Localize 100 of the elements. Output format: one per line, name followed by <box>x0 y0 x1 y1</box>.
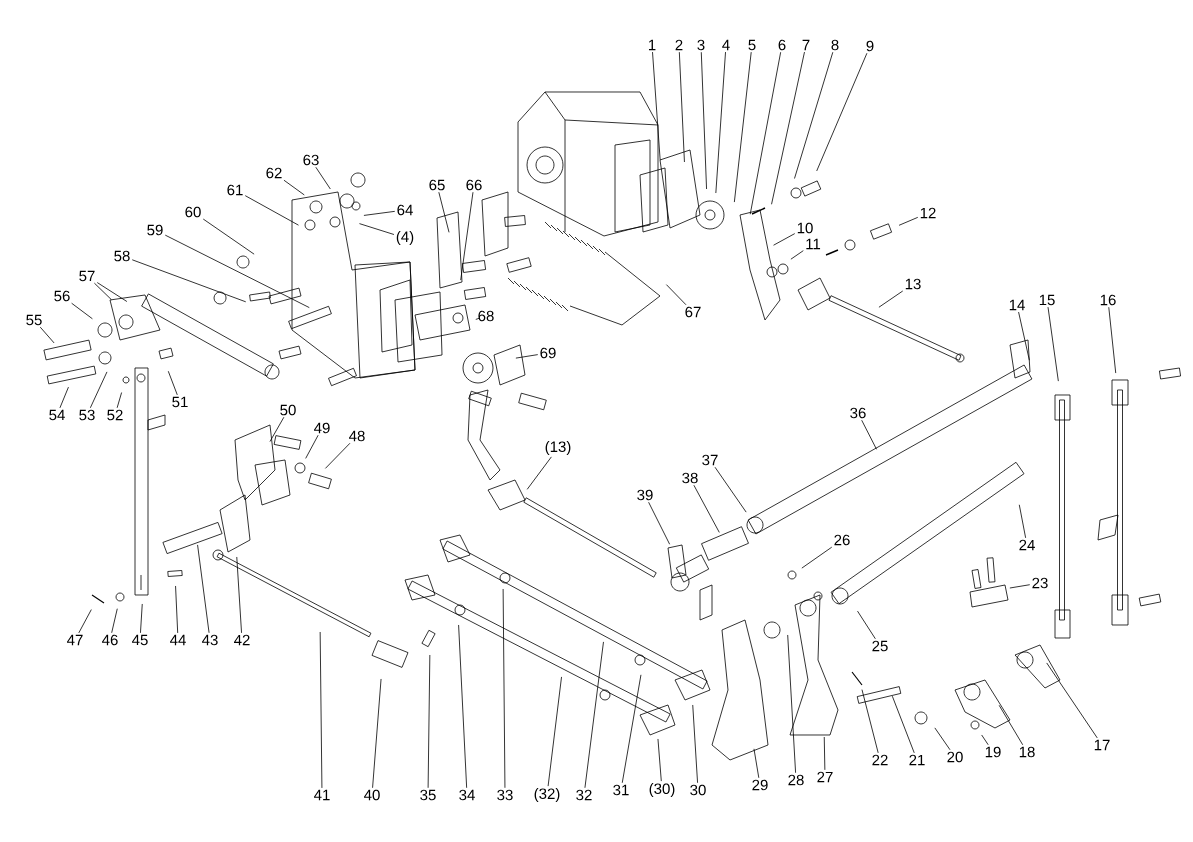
leader-line <box>693 484 720 533</box>
callout-number: 25 <box>872 640 888 652</box>
callout-number: 38 <box>682 472 698 484</box>
leader-line <box>801 546 833 569</box>
leader-line <box>460 191 474 281</box>
leader-line <box>714 466 747 513</box>
leader-line <box>315 166 331 190</box>
callout-number: 23 <box>1032 577 1048 589</box>
leader-line <box>283 179 305 196</box>
callout-number: (4) <box>396 231 414 245</box>
leader-line <box>96 282 128 302</box>
leader-line <box>857 610 876 640</box>
callout-number: (13) <box>545 441 571 455</box>
callout-number: 40 <box>364 789 380 801</box>
callout-number: 2 <box>675 39 683 51</box>
leader-line <box>861 419 877 450</box>
leader-line <box>773 233 796 246</box>
callout-number: 29 <box>752 779 768 791</box>
leader-line <box>823 736 826 771</box>
callout-number: 10 <box>797 222 813 234</box>
leader-line <box>202 218 255 255</box>
callout-number: 49 <box>314 422 330 434</box>
callout-number: 57 <box>79 270 95 282</box>
callout-number: 11 <box>806 238 821 250</box>
callout-number: 20 <box>947 751 963 763</box>
leader-line <box>1108 306 1117 374</box>
callout-number: 47 <box>67 634 83 646</box>
callout-number: 9 <box>866 40 874 52</box>
callout-number: 69 <box>540 347 556 359</box>
leader-line <box>733 51 752 203</box>
leader-line <box>515 354 539 359</box>
leader-line <box>753 748 760 779</box>
leader-line <box>71 302 93 320</box>
callout-number: 36 <box>850 407 866 419</box>
callout-number: 62 <box>266 167 282 179</box>
callout-number: 14 <box>1009 299 1025 311</box>
leader-line <box>319 631 323 789</box>
callout-number: 6 <box>778 39 786 51</box>
leader-line <box>1046 662 1098 739</box>
leader-line <box>244 195 299 226</box>
callout-number: 34 <box>459 789 475 801</box>
callout-number: 18 <box>1019 746 1035 758</box>
leader-line <box>787 634 796 774</box>
callout-number: 43 <box>202 634 218 646</box>
callout-number: 8 <box>831 39 839 51</box>
callout-number: 68 <box>478 310 494 322</box>
callout-number: 55 <box>26 314 42 326</box>
leader-line <box>93 282 112 301</box>
leader-line <box>359 223 395 235</box>
callout-number: 27 <box>817 771 833 783</box>
leader-line <box>891 695 915 754</box>
leader-line <box>269 416 285 442</box>
callout-number: 7 <box>802 39 810 51</box>
leader-line <box>236 556 242 634</box>
leader-line <box>116 392 123 409</box>
callout-number: 54 <box>49 409 65 421</box>
leader-line <box>934 727 951 751</box>
leader-line <box>89 371 108 409</box>
leader-line <box>648 501 671 545</box>
leader-line <box>39 326 55 344</box>
callout-number: 53 <box>79 409 95 421</box>
leader-line <box>458 624 468 789</box>
callout-number: 59 <box>147 224 163 236</box>
leader-line <box>692 704 698 784</box>
callout-number: 64 <box>397 204 413 216</box>
leader-line <box>790 250 804 260</box>
callout-number: 52 <box>107 409 123 421</box>
leader-line <box>305 434 319 459</box>
leader-line <box>140 603 143 634</box>
leader-line <box>111 608 118 634</box>
callout-number: 63 <box>303 154 319 166</box>
leader-line <box>1009 584 1031 589</box>
leader-line <box>164 234 310 308</box>
callout-number: 12 <box>920 207 936 219</box>
callout-number: 24 <box>1019 539 1035 551</box>
leader-line <box>998 704 1024 746</box>
callout-number: 33 <box>497 789 513 801</box>
leader-line <box>861 689 879 754</box>
callout-number: 67 <box>685 306 701 318</box>
leader-line <box>1047 306 1059 382</box>
leader-line <box>78 609 92 634</box>
leader-line <box>363 210 396 216</box>
leader-line <box>325 442 351 469</box>
callout-number: 21 <box>909 754 925 766</box>
callout-number: 13 <box>905 278 921 290</box>
callout-number: 60 <box>185 206 201 218</box>
leader-line <box>898 216 919 226</box>
leader-line <box>1018 311 1030 361</box>
leader-line <box>427 654 431 789</box>
callout-number: 45 <box>132 634 148 646</box>
leader-line <box>1018 504 1027 539</box>
leader-line <box>175 585 179 634</box>
leader-line <box>502 588 506 789</box>
leader-line <box>372 678 382 789</box>
callout-number: 51 <box>172 396 188 408</box>
callout-number: 41 <box>314 789 330 801</box>
callout-number: 66 <box>466 179 482 191</box>
leader-line <box>59 386 69 409</box>
leader-line <box>771 51 805 205</box>
callout-number: 58 <box>114 250 130 262</box>
